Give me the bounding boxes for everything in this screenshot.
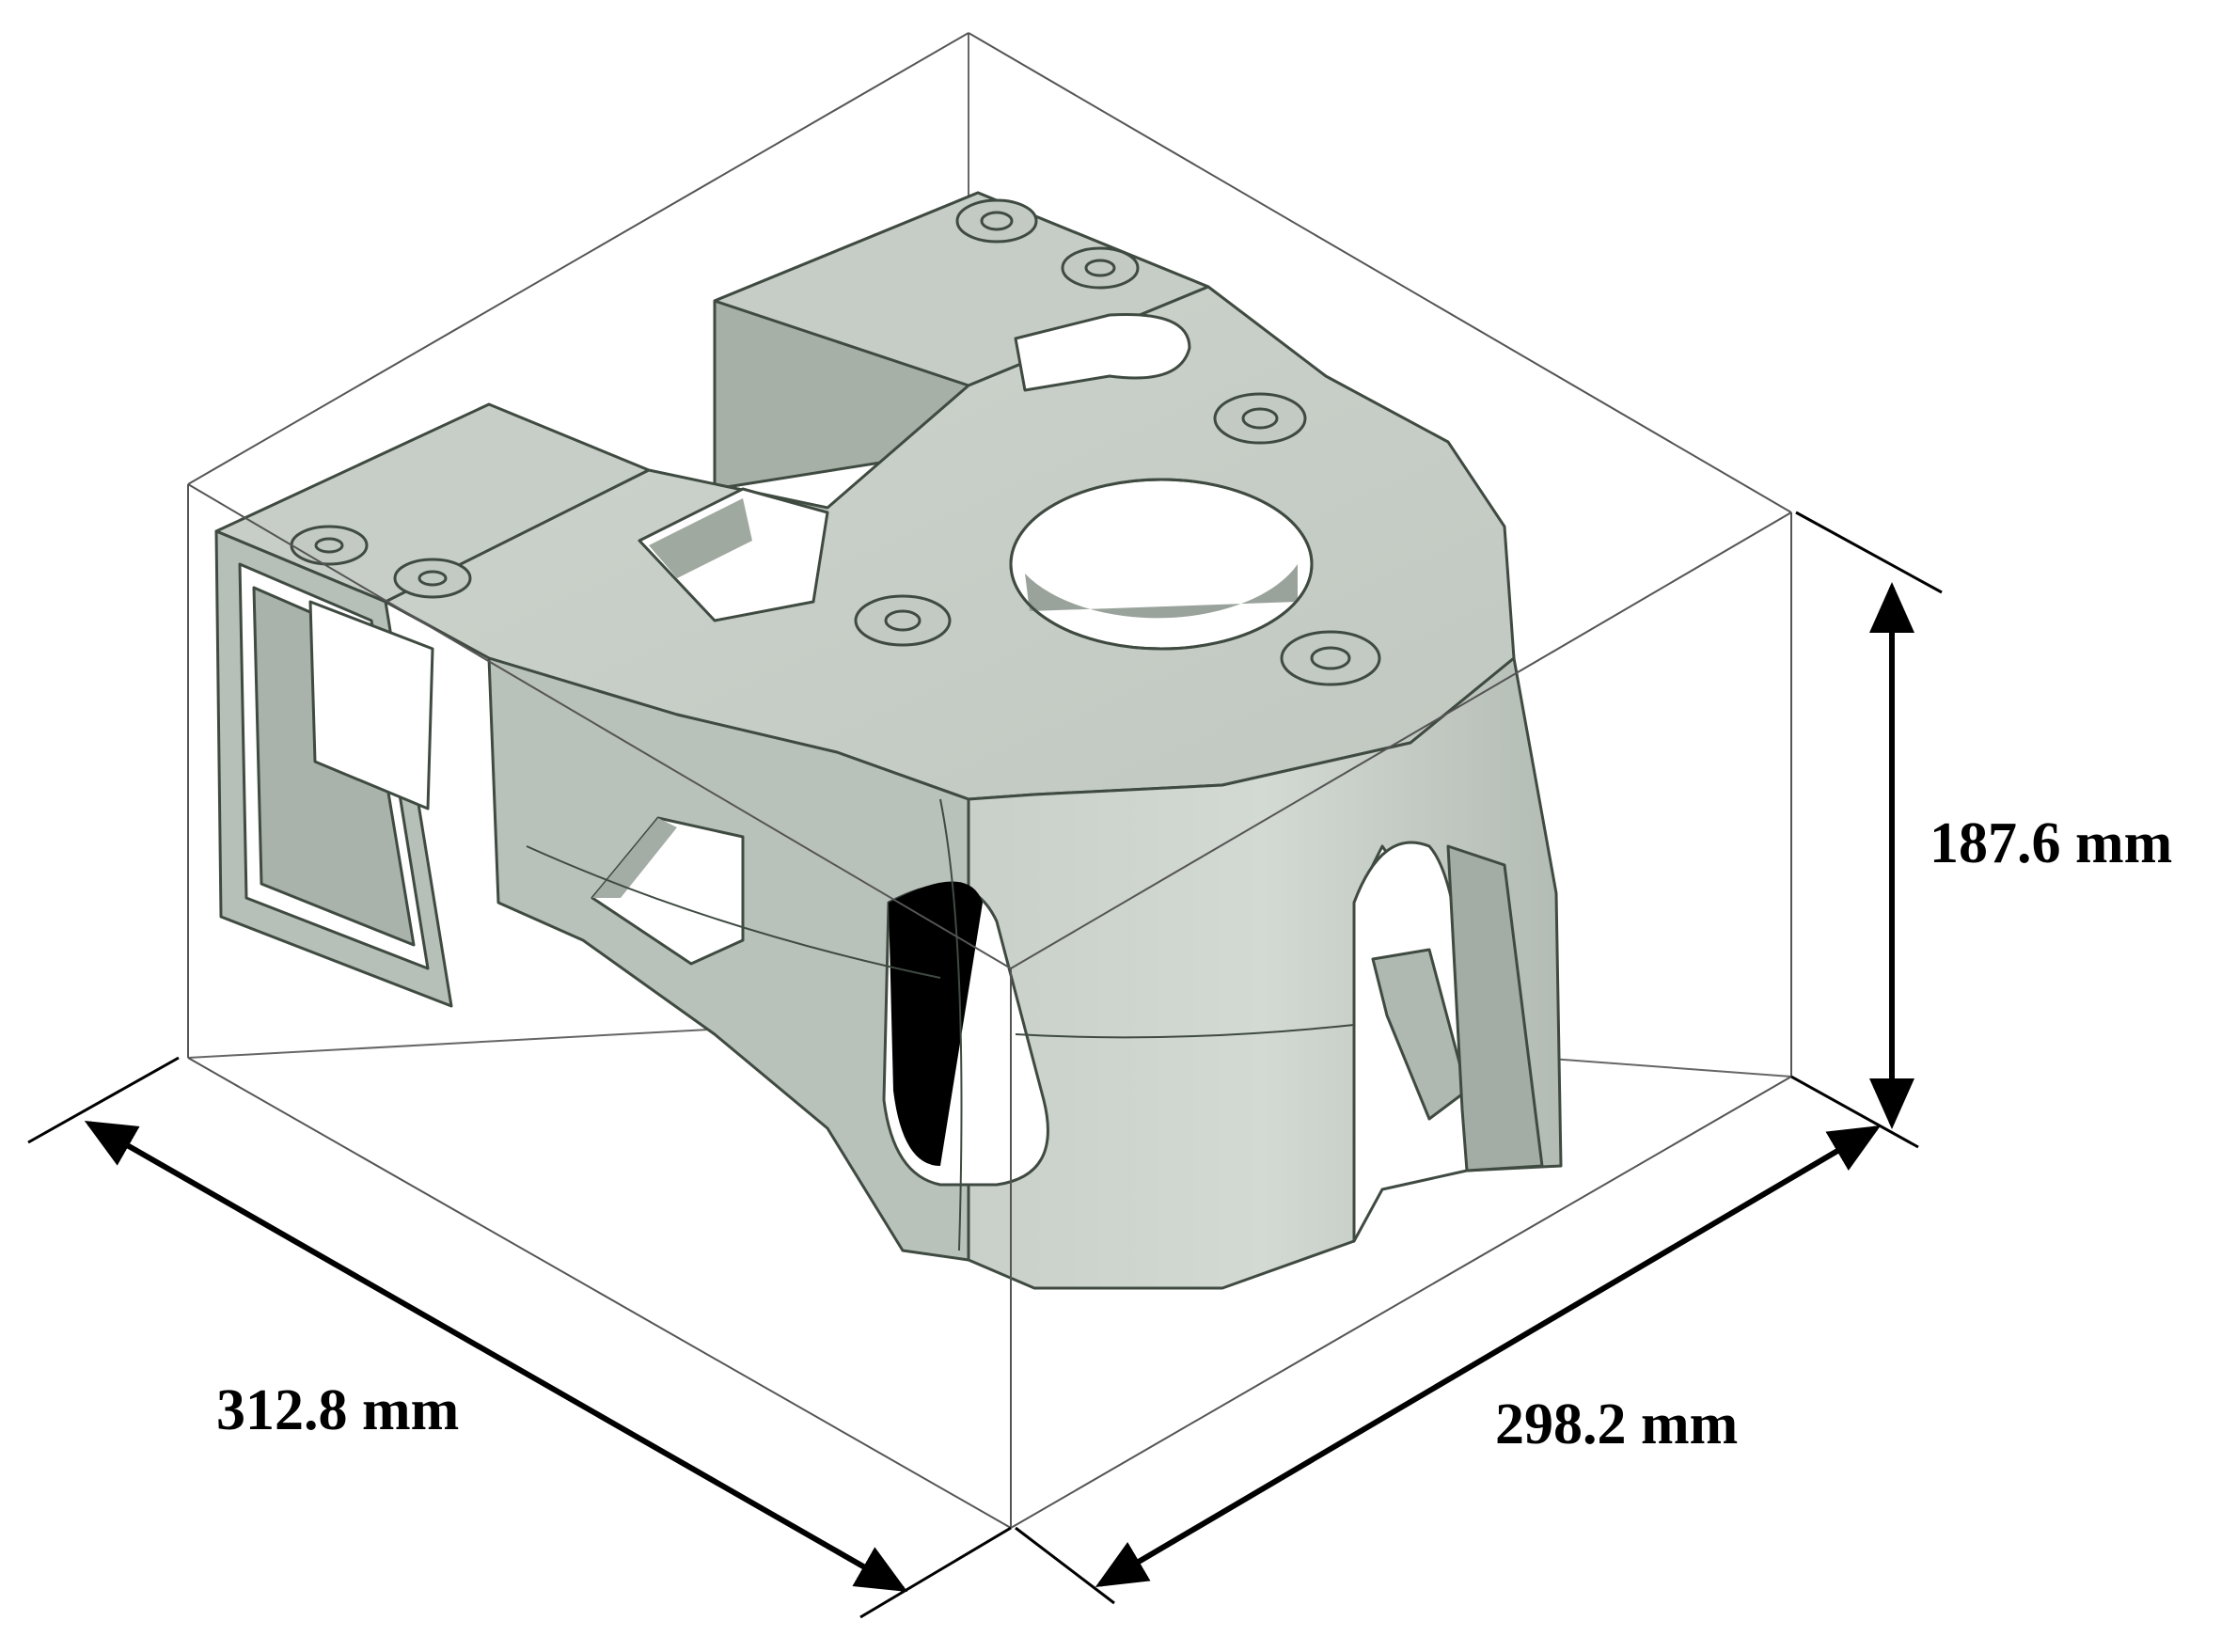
height-dimension-label: 187.6 mm (1930, 811, 2172, 875)
deck-slot (638, 487, 829, 622)
right-leg-bracket (1371, 948, 1469, 1121)
rear-keyhole (1014, 312, 1191, 392)
length-dimension-label: 312.8 mm (216, 1378, 459, 1442)
cast-bracket-part (214, 191, 1563, 1290)
mounting-bosses (290, 198, 1381, 686)
width-dimension-label: 298.2 mm (1495, 1392, 1738, 1456)
length-dimension-arrow (84, 1121, 908, 1592)
dimension-extension-lines (27, 511, 1943, 1619)
width-dimension-arrow (1095, 1125, 1882, 1588)
